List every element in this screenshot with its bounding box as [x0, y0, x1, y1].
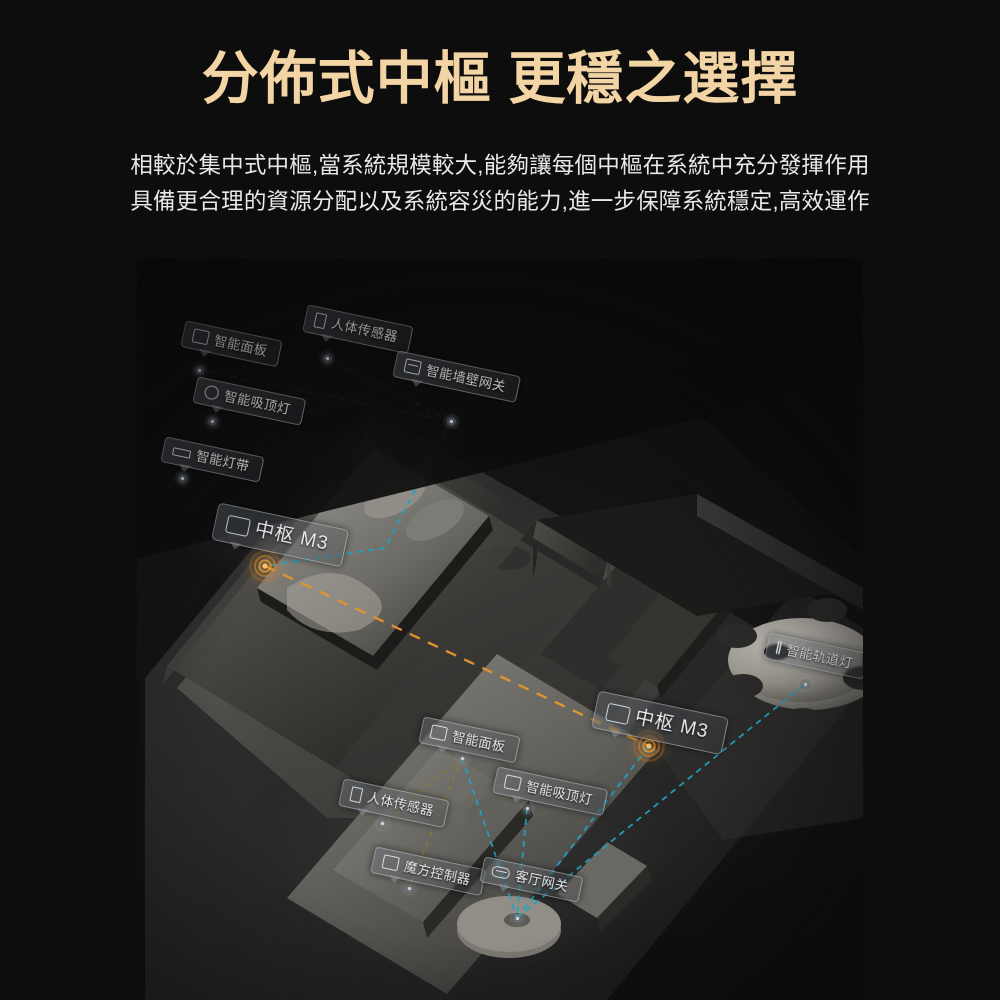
- header: 分佈式中樞 更穩之選擇 相較於集中式中樞,當系統規模較大,能夠讓每個中樞在系統中…: [0, 0, 1000, 221]
- tag-label: 中枢 M3: [253, 518, 331, 555]
- hub-icon: [224, 514, 252, 537]
- panel-icon: [191, 328, 210, 346]
- dot-living-motion: [376, 817, 388, 829]
- light-strip-icon: [172, 446, 192, 459]
- dot-bedroom-ceiling-light: [206, 415, 218, 427]
- ceiling-light-icon: [203, 384, 221, 401]
- tag-label: 智能面板: [212, 332, 269, 359]
- panel-icon: [429, 724, 448, 742]
- cube-controller-icon: [381, 854, 400, 872]
- dot-living-ceiling-light: [521, 802, 533, 814]
- dot-bedroom-light-strip: [176, 472, 188, 484]
- hub-marker-bedroom: [248, 549, 282, 583]
- gateway-icon: [403, 358, 422, 376]
- dot-living-gateway: [511, 912, 523, 924]
- subtitle-block: 相較於集中式中樞,當系統規模較大,能夠讓每個中樞在系統中充分發揮作用 具備更合理…: [0, 148, 1000, 221]
- tag-label: 人体传感器: [329, 315, 400, 345]
- dot-bedroom-gateway: [445, 415, 457, 427]
- track-light-icon: [775, 640, 783, 655]
- page-title: 分佈式中樞 更穩之選擇: [201, 47, 799, 111]
- ceiling-light-icon: [503, 774, 522, 792]
- dot-dining-track-light: [799, 678, 811, 690]
- tag-label: 中枢 M3: [633, 706, 711, 743]
- motion-sensor-icon: [313, 312, 328, 330]
- subtitle-line-2: 具備更合理的資源分配以及系統容災的能力,進一步保障系統穩定,高效運作: [130, 189, 870, 215]
- dot-bedroom-panel: [193, 364, 205, 376]
- tag-label: 智能灯带: [194, 448, 251, 475]
- tag-label: 人体传感器: [365, 789, 436, 819]
- dot-bedroom-motion: [321, 352, 333, 364]
- hub-icon: [604, 702, 632, 725]
- motion-sensor-icon: [349, 786, 364, 804]
- dot-living-panel: [456, 752, 468, 764]
- tag-label: 智能面板: [450, 728, 507, 755]
- gateway-pill-icon: [490, 865, 511, 880]
- subtitle-line-1: 相較於集中式中樞,當系統規模較大,能夠讓每個中樞在系統中充分發揮作用: [130, 152, 870, 178]
- tag-label: 客厅网关: [513, 868, 570, 895]
- dot-living-cube: [403, 882, 415, 894]
- floorplan-illustration: 智能面板 人体传感器 智能墙壁网关 智能吸顶灯 智能灯带 中枢 M3 智能面板: [137, 258, 863, 1000]
